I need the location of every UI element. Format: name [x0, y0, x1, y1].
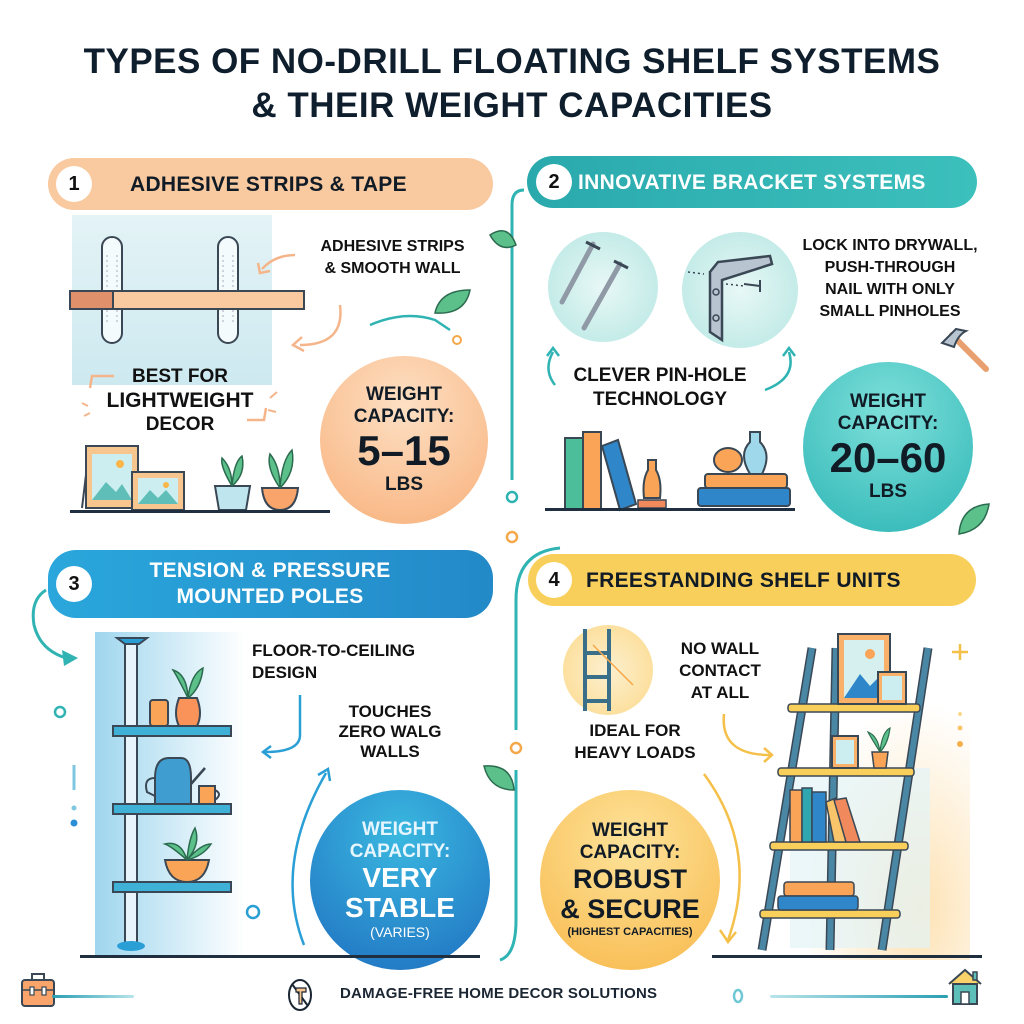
section-2-callout: Lock Into Drywall, Push-Through Nail Wit… — [802, 237, 978, 320]
tension-pole-icon — [112, 637, 232, 951]
leaf-icon — [483, 765, 515, 791]
vase-icon — [171, 666, 204, 727]
section-1-capacity-badge: Weight Capacity: 5–15 LBS — [320, 356, 488, 524]
books-vase-illustration — [564, 431, 791, 512]
section-3-arrow-up — [291, 766, 332, 946]
teapot-icon — [145, 757, 206, 805]
section-4-title: Freestanding Shelf Units — [586, 568, 901, 592]
section-3-note: Touches Zero Walg Walls — [338, 702, 442, 761]
footer-tagline: Damage-Free Home Decor Solutions — [340, 985, 658, 1002]
section-2-note: Clever Pin-Hole Technology — [573, 365, 747, 410]
title-line-2: & Their Weight Capacities — [251, 86, 773, 125]
bracket-icon — [687, 254, 774, 343]
nails-icon — [559, 240, 629, 331]
plant-bowl-icon — [162, 826, 213, 884]
books-icon — [564, 431, 638, 512]
adhesive-shelf-illustration — [69, 236, 342, 353]
section-4-note: Ideal For Heavy Loads — [574, 721, 696, 762]
ladder-icon — [583, 629, 634, 711]
hammer-icon — [940, 327, 989, 372]
ladder-shelf-icon — [757, 633, 933, 951]
section-3-ground-line — [80, 955, 480, 958]
section-2-arrows — [546, 345, 796, 392]
picture-frame-icon — [81, 445, 185, 511]
cup-icon — [198, 785, 220, 805]
section-4-arrow-right — [722, 713, 774, 763]
section-3-header: 3 Tension & Pressure Mounted Poles — [48, 550, 493, 618]
house-icon — [948, 968, 982, 1005]
leaf-icon — [958, 503, 990, 535]
footer-line-left — [52, 995, 134, 998]
section-2-header: 2 Innovative Bracket Systems — [527, 156, 977, 208]
section-3-number: 3 — [56, 566, 92, 602]
picture-frame-icon — [831, 633, 907, 769]
section-1-callout: Adhesive Strips & Smooth Wall — [320, 238, 465, 277]
section-4-header: 4 Freestanding Shelf Units — [528, 554, 976, 606]
section-2-capacity-badge: Weight Capacity: 20–60 LBS — [803, 362, 973, 532]
section-4-ground-line — [712, 955, 982, 958]
page-title: Types of No-Drill Floating Shelf Systems… — [0, 40, 1024, 128]
section-4-capacity-badge: Weight Capacity: Robust & Secure (Highes… — [540, 790, 720, 970]
section-4-number: 4 — [536, 562, 572, 598]
section-2-title: Innovative Bracket Systems — [578, 170, 926, 194]
section-3-capacity-badge: Weight Capacity: Very Stable (Varies) — [310, 790, 490, 970]
nails-icon-circle — [548, 232, 658, 342]
jar-icon — [149, 699, 169, 727]
footer-line-right — [770, 995, 948, 998]
shelf-icon — [69, 290, 305, 310]
books-icon — [777, 787, 862, 911]
no-drill-icon — [288, 979, 312, 1011]
section-3-arrow-down — [260, 695, 302, 759]
section-1-ground-line — [70, 510, 330, 513]
vase-icon — [637, 431, 791, 509]
plus-dots-decoration — [952, 644, 968, 747]
section-1-title: Adhesive Strips & Tape — [130, 172, 407, 196]
section-1-number: 1 — [56, 166, 92, 202]
section-2-number: 2 — [536, 164, 572, 200]
bracket-icon-circle — [682, 232, 798, 348]
leaf-branch-icon — [369, 289, 471, 345]
section-4-callout: No Wall Contact At All — [679, 639, 761, 702]
section-4-arrow-down — [702, 773, 741, 945]
leaf-icon — [489, 230, 517, 249]
decor-illustration — [81, 445, 300, 512]
potted-plant-icon — [213, 448, 300, 512]
section-1-note: Best For Lightweight Decor — [106, 366, 254, 435]
potted-plant-icon — [866, 726, 891, 769]
toolbox-icon — [21, 973, 55, 1007]
title-line-1: Types of No-Drill Floating Shelf Systems — [83, 42, 941, 81]
section-1-header: 1 Adhesive Strips & Tape — [48, 158, 493, 210]
section-3-title: Tension & Pressure Mounted Poles — [149, 559, 391, 608]
sparkle-decoration — [81, 374, 278, 422]
section-3-callout: Floor-to-Ceiling Design — [252, 641, 416, 682]
section-2-ground-line — [545, 508, 795, 511]
circle-dot-decoration — [732, 988, 744, 1004]
